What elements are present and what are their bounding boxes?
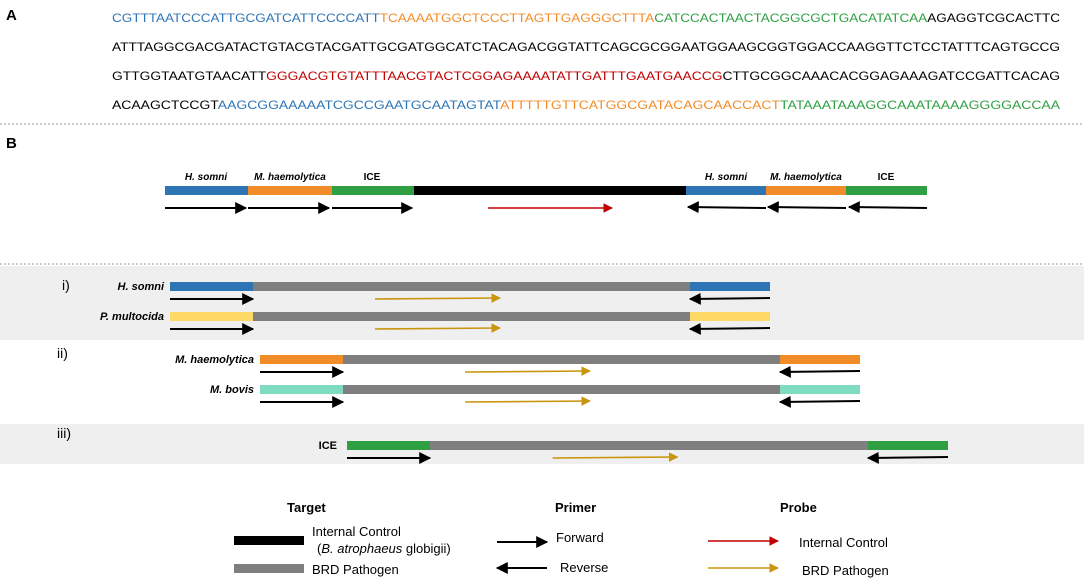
target-flank-left (260, 355, 343, 364)
sequence-segment: GGGACGTGTATTTAACGTACTCGGAGAAAATATTGATTTG… (266, 71, 722, 83)
target-flank-right (868, 441, 948, 450)
legend-probe-internal-label: Internal Control (799, 535, 888, 550)
assay-target-label: ICE (319, 440, 337, 452)
group-label: iii) (57, 425, 71, 441)
panel-b-construct: H. somni M. haemolytica ICE H. somni M. haem… (165, 172, 928, 214)
brd-pathogen-bar (343, 385, 780, 394)
reverse-primer-arrow (866, 451, 949, 464)
target-flank-left (170, 282, 253, 291)
legend-probe-heading: Probe (780, 500, 817, 515)
construct-label-right: H. somni (705, 172, 747, 183)
construct-label-left: ICE (364, 172, 381, 183)
sequence-segment: CGTTTAATCCCATTGCGATCATTCCCCATT (112, 13, 380, 25)
legend-brd-pathogen-label: BRD Pathogen (312, 562, 399, 577)
segment-h-somni-left (165, 186, 248, 195)
assay-target-label: P. multocida (100, 311, 164, 323)
segment-ice-right (846, 186, 927, 195)
sequence-segment: CTTGCGGCAAACACGGAGAAAGATCCGATTCACAG (722, 71, 1060, 83)
group-label: i) (62, 277, 70, 293)
reverse-primer-arrow (688, 322, 771, 335)
brd-pathogen-probe-arrow (374, 323, 501, 333)
sequence-segment: CATCCACTAACTACGGCGCTGACATATCAA (654, 13, 927, 25)
brd-pathogen-bar (253, 282, 690, 291)
construct-label-left: M. haemolytica (254, 172, 326, 183)
legend: Target Primer Probe Internal Control (B.… (234, 500, 889, 578)
sequence-line: ATTTAGGCGACGATACTGTACGTACGATTGCGATGGCATC… (112, 42, 1060, 54)
sequence-segment: TATAAATAAAGGCAAATAAAAGGGGACCAA (780, 100, 1060, 112)
sequence-segment: ATTTAGGCGACGATACTGTACGTACGATTGCGATGGCATC… (112, 42, 1060, 54)
segment-m-haemolytica-right (766, 186, 846, 195)
sequence-segment: AGAGGTCGCACTTC (927, 13, 1060, 25)
group-label: ii) (57, 345, 68, 361)
target-flank-right (690, 312, 770, 321)
panel-c-assays: i) H. somni P. multocida ii) M. haemolyticaM… (0, 266, 1084, 464)
segment-h-somni-right (686, 186, 766, 195)
sequence-segment: ACAAGCTCCGT (112, 100, 219, 112)
segment-ice-left (332, 186, 414, 195)
reverse-primer-arrow (686, 201, 767, 214)
segment-m-haemolytica-left (248, 186, 332, 195)
target-flank-right (690, 282, 770, 291)
group-i-background (0, 266, 1084, 340)
target-flank-left (170, 312, 253, 321)
brd-pathogen-probe-arrow (552, 452, 679, 462)
brd-pathogen-probe-arrow (464, 366, 591, 376)
construct-label-right: ICE (878, 172, 895, 183)
brd-pathogen-probe-arrow (374, 293, 501, 303)
assay-target-label: M. bovis (210, 384, 254, 396)
brd-pathogen-bar (253, 312, 690, 321)
brd-pathogen-bar (343, 355, 780, 364)
reverse-primer-arrow (766, 201, 847, 214)
sequence-segment: GTTGGTAATGTAACATT (112, 71, 266, 83)
legend-internal-control-organism: (B. atrophaeus globigii) (317, 541, 451, 556)
target-flank-right (780, 355, 860, 364)
target-flank-left (260, 385, 343, 394)
construct-label-right: M. haemolytica (770, 172, 842, 183)
legend-primer-heading: Primer (555, 500, 596, 515)
reverse-primer-arrow (778, 395, 861, 408)
legend-probe-brd-label: BRD Pathogen (802, 563, 889, 578)
legend-internal-control-bar (234, 536, 304, 545)
legend-forward-label: Forward (556, 530, 604, 545)
target-flank-left (347, 441, 430, 450)
sequence-segment: ATTTTTGTTCATGGCGATACAGCAACCACT (500, 100, 780, 112)
reverse-primer-arrow (778, 365, 861, 378)
assay-target-label: M. haemolytica (175, 354, 254, 366)
legend-internal-control-label: Internal Control (312, 524, 401, 539)
target-flank-right (780, 385, 860, 394)
legend-target-heading: Target (287, 500, 326, 515)
reverse-primer-arrow (847, 201, 928, 214)
legend-reverse-label: Reverse (560, 560, 608, 575)
assay-target-label: H. somni (118, 281, 165, 293)
brd-pathogen-probe-arrow (464, 396, 591, 406)
panel-a-label: A (6, 7, 17, 24)
panel-b-label: B (6, 135, 17, 152)
construct-label-left: H. somni (185, 172, 227, 183)
sequence-segment: AAGCGGAAAAATCGCCGAATGCAATAGTAT (218, 100, 501, 112)
brd-pathogen-bar (430, 441, 868, 450)
segment-internal-control (414, 186, 686, 195)
reverse-primer-arrow (688, 292, 771, 305)
legend-brd-pathogen-bar (234, 564, 304, 573)
sequence-segment: TCAAAATGGCTCCCTTAGTTGAGGGCTTTA (380, 13, 655, 25)
